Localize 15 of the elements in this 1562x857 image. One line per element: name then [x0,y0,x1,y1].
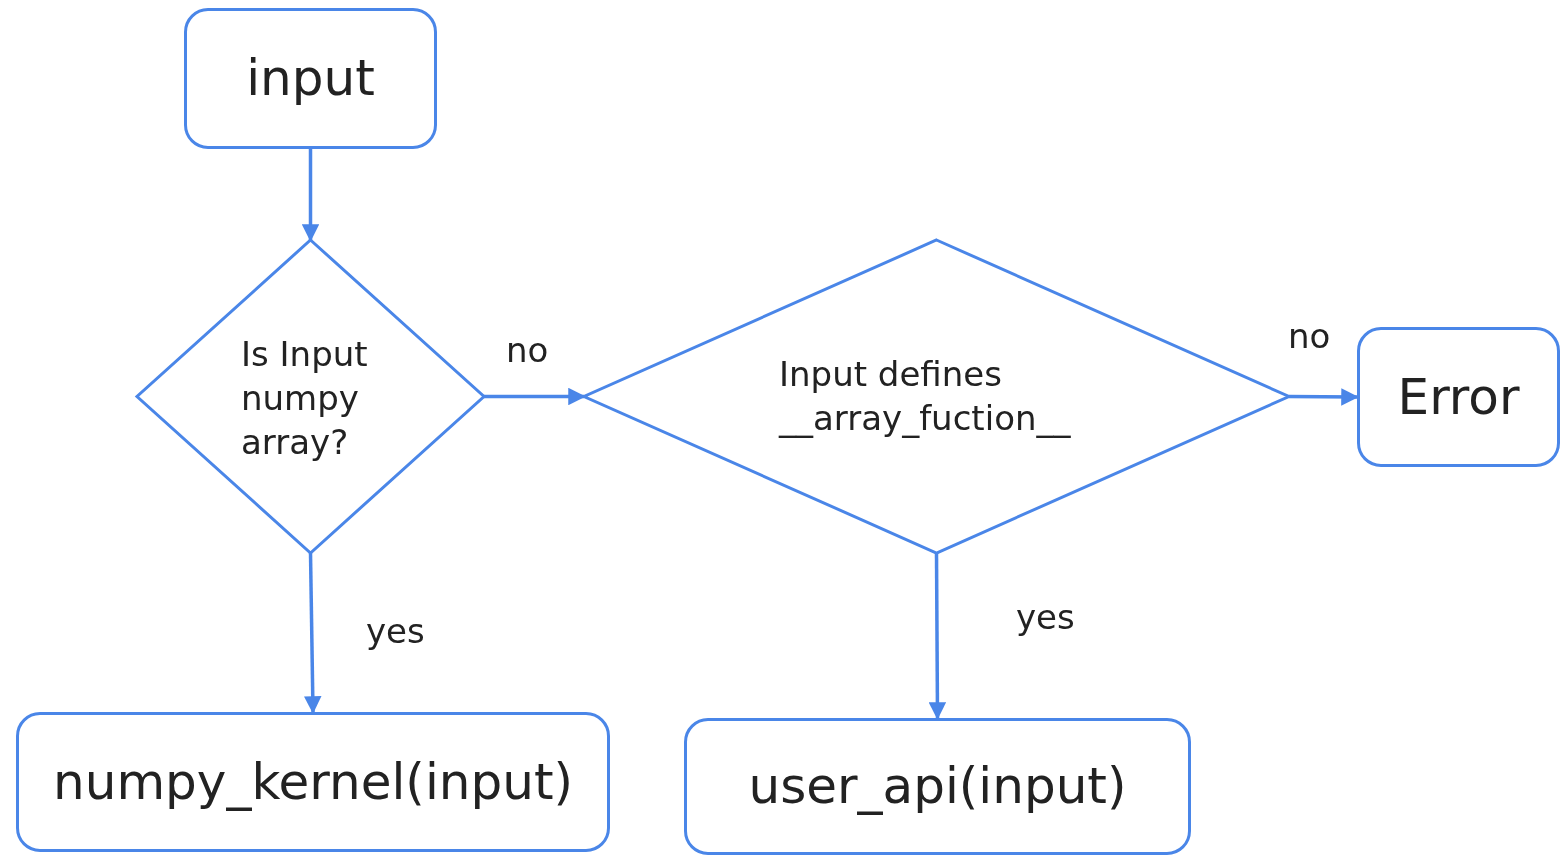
process-box [684,718,1191,855]
arrow [484,387,586,406]
process-box [16,712,610,852]
process-label: user_api(input) [748,756,1127,817]
arrow [301,149,320,242]
process-label: Error [1397,366,1520,428]
process-box [184,8,437,149]
arrow [928,553,947,720]
process-label: numpy_kernel(input) [53,751,573,813]
process-label: input [246,48,375,109]
decision-text: Is Input numpy array? [241,333,369,465]
arrow [304,552,322,714]
decision-diamond [137,240,484,553]
arrow [1289,388,1359,406]
process-box [1357,327,1560,467]
